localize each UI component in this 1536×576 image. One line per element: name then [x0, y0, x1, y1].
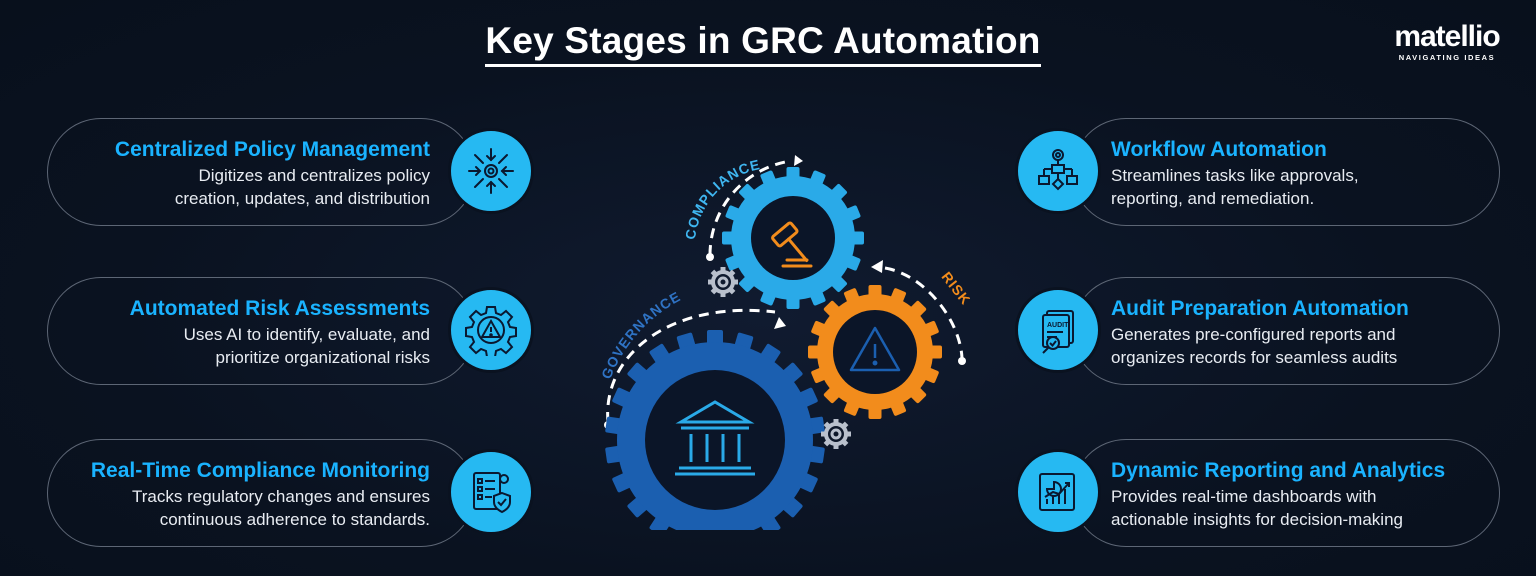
logo-wordmark: matellio: [1394, 20, 1500, 53]
page-title: Key Stages in GRC Automation: [0, 20, 1526, 67]
stage-title: Dynamic Reporting and Analytics: [1111, 459, 1446, 482]
gear-warning-icon: [448, 287, 534, 373]
governance-arc: [606, 308, 776, 423]
policy-network-icon: [448, 128, 534, 214]
stage-title: Real-Time Compliance Monitoring: [90, 459, 430, 482]
analytics-chart-icon: [1015, 449, 1101, 535]
stage-card-workflow-automation: Workflow Automation Streamlines tasks li…: [1015, 118, 1500, 226]
arc-endpoint: [958, 357, 966, 365]
governance-gear: [605, 330, 825, 530]
stage-title: Workflow Automation: [1111, 138, 1327, 161]
stage-card-policy-management: Centralized Policy Management Digitizes …: [47, 118, 534, 226]
stage-description: Streamlines tasks like approvals,reporti…: [1111, 166, 1359, 208]
stage-title: Automated Risk Assessments: [129, 297, 430, 320]
bank-building-icon: [675, 400, 755, 476]
stage-title: Audit Preparation Automation: [1111, 297, 1409, 320]
risk-gear: [808, 285, 942, 419]
stage-card-compliance-monitoring: Real-Time Compliance Monitoring Tracks r…: [47, 439, 534, 547]
gavel-icon: [771, 221, 813, 268]
cog-tooth: [710, 269, 718, 277]
cog-tooth: [728, 287, 736, 295]
grc-gears-diagram: COMPLIANCE GOVERNANCE RISK: [598, 155, 970, 530]
stage-card-audit-preparation: AUDIT Audit Preparation Automation Gener…: [1015, 277, 1500, 385]
gear-label-risk: RISK: [939, 269, 970, 308]
logo-tagline: NAVIGATING IDEAS: [1398, 53, 1496, 62]
svg-text:AUDIT: AUDIT: [1047, 322, 1069, 329]
arc-arrow-icon: [871, 260, 883, 273]
stage-card-risk-assessments: Automated Risk Assessments Uses AI to id…: [47, 277, 534, 385]
compliance-gear: [722, 167, 864, 309]
workflow-icon: [1015, 128, 1101, 214]
stage-title: Centralized Policy Management: [114, 138, 430, 161]
cog-tooth: [841, 439, 849, 447]
stage-card-dynamic-reporting: Dynamic Reporting and Analytics Provides…: [1015, 439, 1500, 547]
small-cog-icon: [708, 267, 738, 297]
cog-tooth: [823, 421, 831, 429]
cog-tooth: [728, 269, 736, 277]
cog-tooth: [710, 287, 718, 295]
checklist-shield-icon: [448, 449, 534, 535]
arc-arrow-icon: [774, 317, 786, 329]
cog-tooth: [841, 421, 849, 429]
arc-endpoint: [706, 253, 714, 261]
brand-logo: matellio NAVIGATING IDEAS: [1386, 20, 1508, 63]
audit-report-icon: AUDIT: [1015, 287, 1101, 373]
cog-tooth: [823, 439, 831, 447]
arc-arrow-icon: [794, 155, 803, 166]
small-cog-icon: [821, 419, 851, 449]
warning-triangle-icon: [849, 326, 901, 372]
